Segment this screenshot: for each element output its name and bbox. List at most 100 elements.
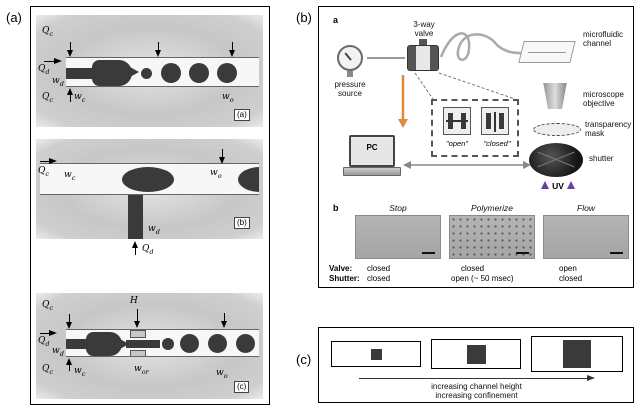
- shutter-icon: [529, 143, 583, 177]
- panel-c-label: (c): [296, 352, 312, 367]
- arrow-down-icon: [66, 322, 72, 329]
- micrograph-stop: [355, 215, 441, 259]
- flow-focusing-diagram: Qc Qd Qc wd wc wo (a): [36, 15, 263, 127]
- valve-closed-icon: [481, 107, 509, 135]
- math-base: w: [210, 168, 218, 178]
- setup-connector-lines: [367, 32, 575, 189]
- math-sub: c: [49, 367, 54, 376]
- pc-keyboard: [343, 167, 401, 176]
- arrow-down-icon: [229, 50, 235, 57]
- three-way-valve-label: 3-way valve: [413, 20, 435, 38]
- math-base: Q: [38, 64, 46, 74]
- valve-open-label: "open": [445, 139, 468, 148]
- valve-state-flow: open: [559, 264, 577, 273]
- math-sub: d: [45, 339, 50, 348]
- micro-tag: b: [333, 203, 339, 213]
- microscope-objective-icon: [543, 83, 567, 109]
- label-Qc-top: Qc: [42, 27, 54, 38]
- channel-outline-large: [531, 336, 623, 372]
- dispersed-stream: [66, 68, 94, 79]
- math-base: w: [52, 346, 60, 356]
- flow-arrow-stem: [70, 95, 71, 102]
- scale-bar: [422, 252, 435, 254]
- vector-arrow-stem: [40, 333, 49, 334]
- droplet-bulb: [86, 332, 122, 356]
- pressure-source-label: pressure source: [334, 80, 366, 98]
- shutter-label: shutter: [589, 154, 614, 163]
- shutter-state-stop: closed: [367, 274, 391, 283]
- microchannel: [40, 163, 259, 195]
- subpanel-tag: (c): [234, 381, 250, 393]
- math-sub: o: [223, 371, 228, 380]
- panel-b: a pressure source 3-way valve microfluid…: [318, 6, 634, 288]
- flow-arrow-stem: [224, 313, 225, 321]
- gauge-needle: [344, 52, 352, 61]
- math-base: w: [148, 224, 156, 234]
- caption-line-1: increasing channel height: [431, 382, 522, 391]
- flow-arrow-stem: [158, 42, 159, 50]
- math-sub: c: [81, 369, 86, 378]
- panel-c: increasing channel height increasing con…: [318, 327, 634, 403]
- arrow-right-icon: [49, 330, 57, 336]
- dispersed-stream: [66, 339, 92, 349]
- chip-channel-line: [527, 52, 566, 53]
- math-base: w: [216, 368, 224, 378]
- uv-label: UV: [552, 181, 564, 191]
- microfluidic-chip-icon: [518, 41, 576, 63]
- panel-a-label: (a): [6, 10, 22, 25]
- orifice-wall-top: [130, 330, 146, 338]
- subpanel-tag: (b): [234, 217, 250, 229]
- channel-outline-small: [331, 341, 421, 367]
- shutter-row-label: Shutter:: [329, 274, 360, 283]
- valve-closed-label: "closed": [483, 139, 511, 148]
- valve-state-inset: "open" "closed": [431, 99, 519, 157]
- math-base: Q: [42, 92, 50, 102]
- label-H: H: [130, 297, 138, 307]
- math-base: w: [222, 92, 230, 102]
- micrograph-polymerize: [449, 215, 535, 259]
- math-sub: c: [49, 95, 54, 104]
- arrow-up-icon: [66, 358, 72, 365]
- bulb-tail: [120, 339, 129, 349]
- label-Qc: Qc: [38, 167, 50, 178]
- math-sub: c: [49, 29, 54, 38]
- valve-row-label: Valve:: [329, 264, 353, 273]
- microscope-objective-label: microscope objective: [583, 90, 624, 108]
- flow-arrow-stem: [69, 365, 70, 371]
- microchannel: [66, 57, 259, 87]
- confined-particle-small: [370, 348, 382, 360]
- micro-title-stop: Stop: [389, 203, 407, 213]
- pc-label: PC: [366, 143, 378, 152]
- label-wd: wd: [52, 76, 64, 88]
- flow-arrow-stem: [70, 42, 71, 50]
- label-wd: wd: [148, 224, 160, 236]
- valve-port: [419, 39, 427, 46]
- t-junction-diagram: Qc wc wo wd Qd (b): [36, 139, 263, 261]
- math-base: w: [134, 364, 142, 374]
- droplet: [141, 68, 152, 79]
- schematic-tag: a: [333, 15, 339, 25]
- math-sub: c: [45, 169, 50, 178]
- arrow-up-icon: [132, 241, 138, 248]
- droplet-partial: [238, 167, 259, 192]
- math-base: Q: [42, 364, 50, 374]
- arrow-down-icon: [67, 50, 73, 57]
- label-wd: wd: [52, 346, 64, 358]
- micro-title-polymerize: Polymerize: [470, 203, 514, 213]
- math-base: w: [64, 170, 72, 180]
- microfluidic-channel-label: microfluidic channel: [583, 30, 624, 48]
- math-sub: c: [71, 173, 76, 182]
- caption-line-2: increasing confinement: [435, 391, 518, 400]
- label-wo: wo: [210, 168, 222, 180]
- droplet: [236, 334, 255, 353]
- math-sub: d: [45, 67, 50, 76]
- label-Qc-bottom: Qc: [42, 92, 54, 104]
- math-base: w: [52, 76, 60, 86]
- microchannel: [66, 329, 259, 357]
- math-sub: d: [59, 349, 64, 358]
- math-base: H: [130, 296, 138, 306]
- vector-arrow-stem: [40, 161, 49, 162]
- dispersed-inlet-channel: [128, 195, 143, 239]
- math-sub: d: [149, 247, 154, 256]
